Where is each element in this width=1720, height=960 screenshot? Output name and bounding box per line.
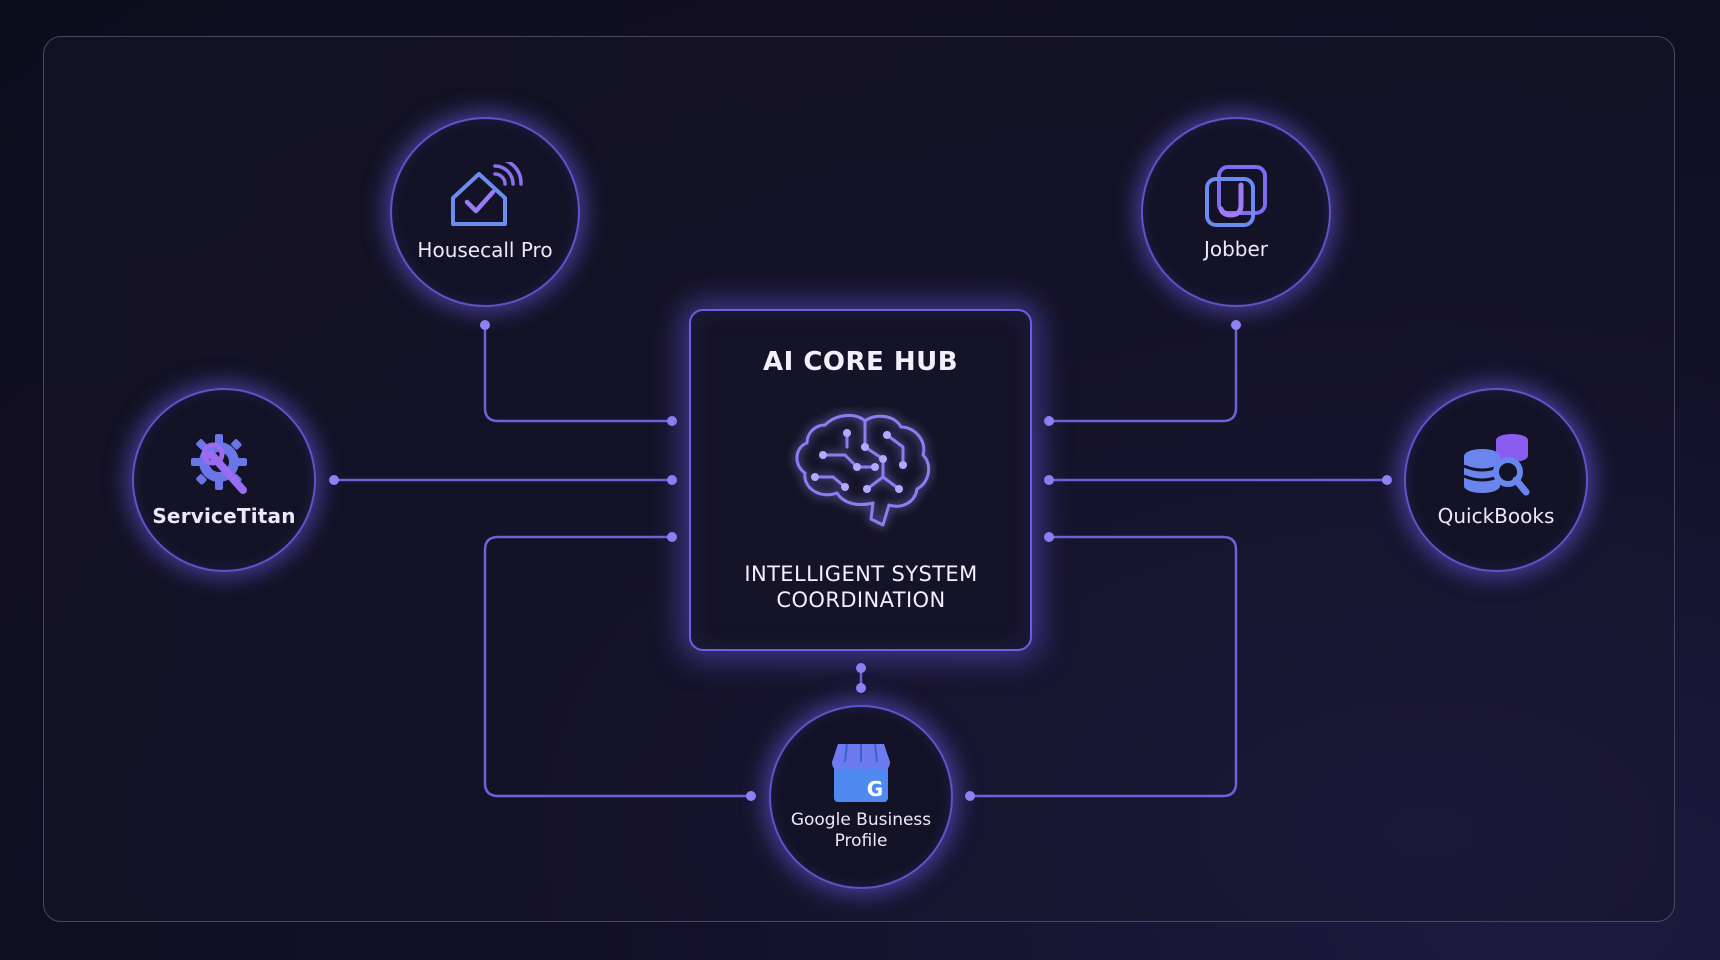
node-google-business-profile[interactable]: G Google Business Profile — [769, 705, 953, 889]
gear-wrench-icon — [191, 434, 247, 494]
node-housecall-pro[interactable]: Housecall Pro — [390, 117, 580, 307]
ai-core-hub: AI CORE HUB INTELLIGENT SYSTEM COORDINAT… — [689, 309, 1032, 651]
node-label: QuickBooks — [1437, 504, 1555, 528]
jobber-logo-icon — [1205, 165, 1267, 227]
hub-subtitle: INTELLIGENT SYSTEM COORDINATION — [744, 562, 978, 612]
node-servicetitan[interactable]: ServiceTitan — [132, 388, 316, 572]
node-quickbooks[interactable]: QuickBooks — [1404, 388, 1588, 572]
node-label: Jobber — [1203, 237, 1269, 261]
brain-circuit-icon — [795, 414, 931, 527]
database-search-icon — [1463, 434, 1530, 496]
node-jobber[interactable]: Jobber — [1141, 117, 1331, 307]
node-label: Google Business Profile — [790, 810, 932, 851]
node-label: ServiceTitan — [152, 504, 296, 528]
svg-text:G: G — [867, 777, 883, 801]
smart-home-check-icon — [451, 162, 523, 226]
google-storefront-icon: G — [832, 743, 890, 802]
hub-title: AI CORE HUB — [762, 347, 959, 377]
node-label: Housecall Pro — [417, 238, 553, 262]
